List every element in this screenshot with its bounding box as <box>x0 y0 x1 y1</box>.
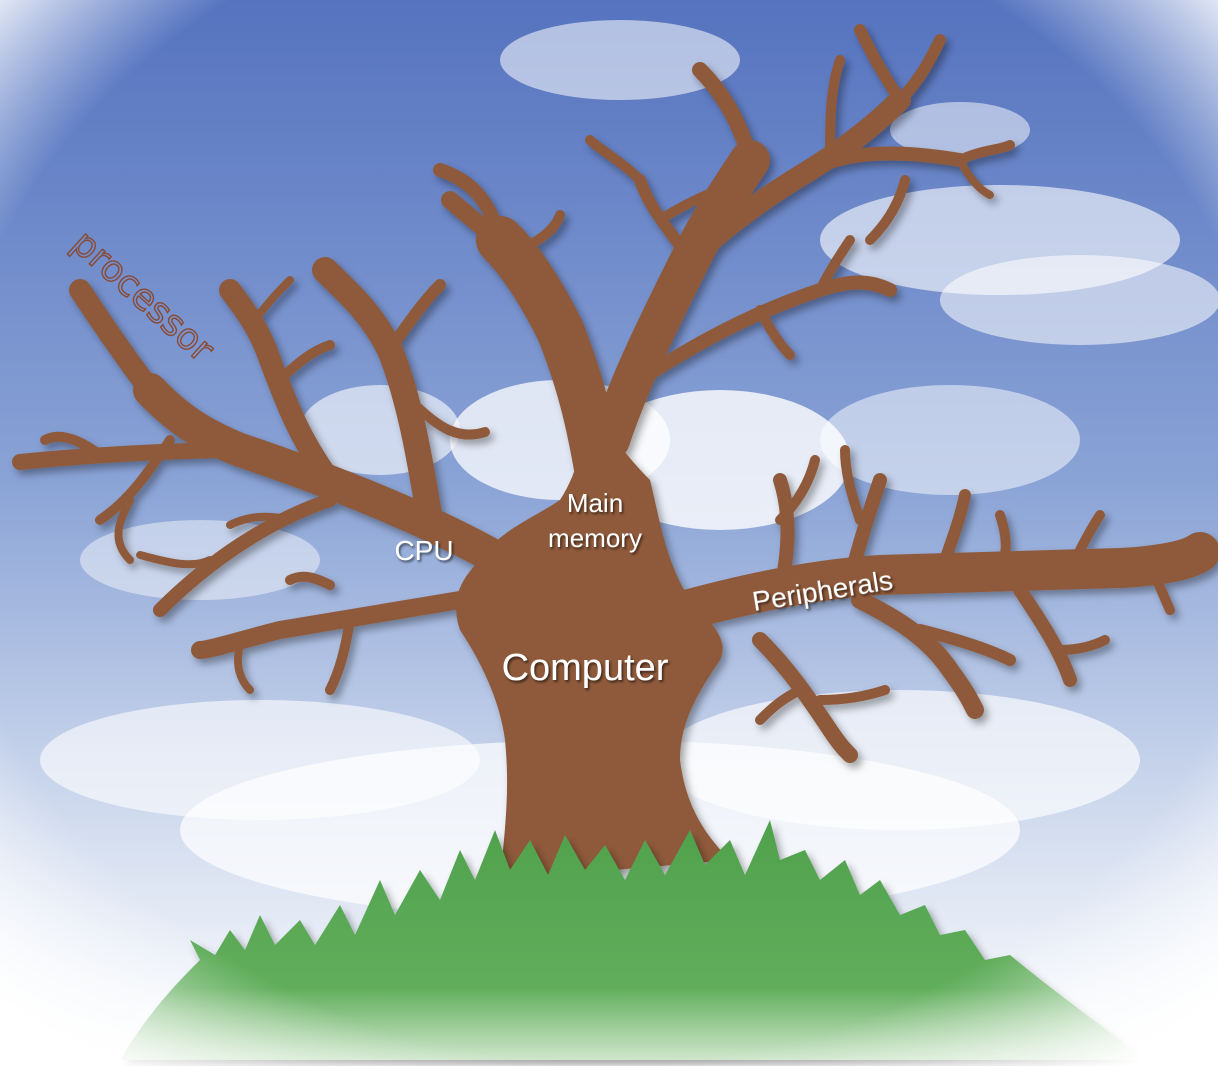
label-computer: Computer <box>502 647 669 689</box>
label-main-memory-line1: Main <box>567 488 623 518</box>
label-main-memory-line2: memory <box>548 523 642 553</box>
label-cpu: CPU <box>394 535 453 566</box>
